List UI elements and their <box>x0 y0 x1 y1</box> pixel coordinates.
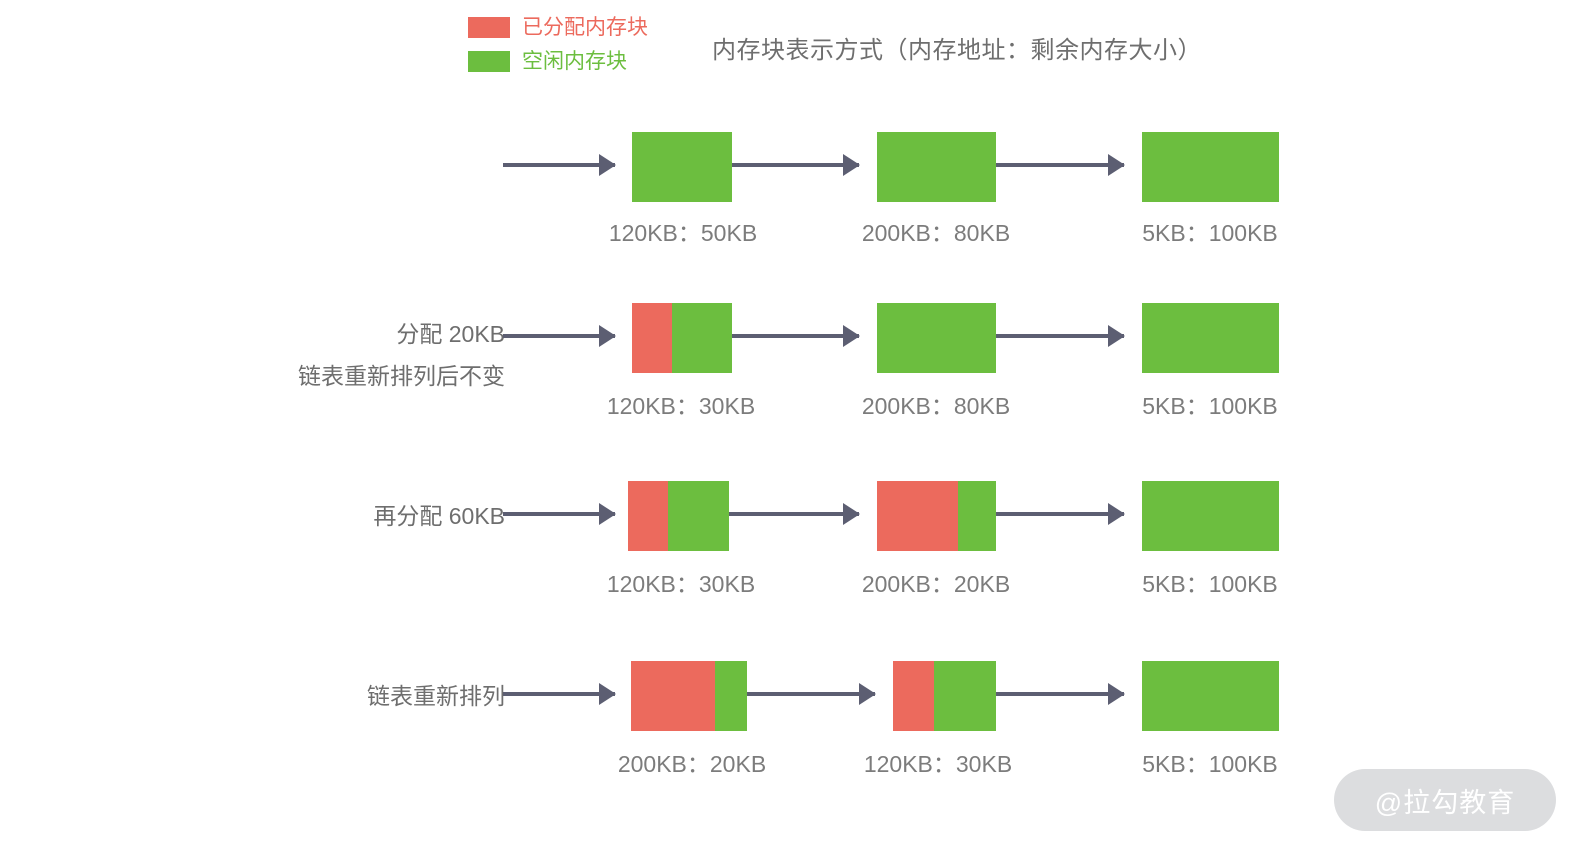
block-label: 120KB：30KB <box>606 571 756 597</box>
arrow-link-row-4 <box>747 692 875 696</box>
row-label-line: 链表重新排列后不变 <box>298 363 505 389</box>
diagram-title: 内存块表示方式（内存地址：剩余内存大小） <box>712 37 1202 64</box>
free-swatch <box>468 50 510 72</box>
arrow-incoming-row-3 <box>503 512 615 516</box>
arrow-incoming-row-1 <box>503 163 615 167</box>
memory-block <box>632 132 732 202</box>
allocated-swatch <box>468 16 510 38</box>
block-label: 200KB：20KB <box>861 571 1011 597</box>
block-label: 5KB：100KB <box>1142 393 1278 419</box>
arrow-incoming-row-2 <box>503 334 615 338</box>
block-label: 200KB：80KB <box>861 220 1011 246</box>
free-segment <box>877 132 996 202</box>
memory-block <box>1142 481 1279 551</box>
used-segment <box>631 661 715 731</box>
used-segment <box>893 661 935 731</box>
free-segment <box>1142 481 1279 551</box>
free-segment <box>1142 303 1279 373</box>
arrow-incoming-row-4 <box>503 692 615 696</box>
free-segment <box>957 481 996 551</box>
row-label: 分配 20KB 链表重新排列后不变 <box>298 313 505 397</box>
memory-block <box>877 481 996 551</box>
free-segment <box>632 132 732 202</box>
arrow-link-row-1 <box>996 163 1124 167</box>
legend-label-allocated: 已分配内存块 <box>522 15 648 39</box>
arrow-link-row-2 <box>732 334 859 338</box>
legend-item-allocated: 已分配内存块 <box>468 14 648 40</box>
free-segment <box>714 661 747 731</box>
row-label-line: 分配 20KB <box>396 321 505 347</box>
memory-block <box>1142 661 1279 731</box>
free-segment <box>877 303 996 373</box>
used-segment <box>628 481 669 551</box>
memory-block <box>631 661 747 731</box>
row-label: 链表重新排列 <box>367 675 505 717</box>
row-label: 再分配 60KB <box>373 495 505 537</box>
used-segment <box>632 303 672 373</box>
free-segment <box>668 481 729 551</box>
legend-item-free: 空闲内存块 <box>468 48 648 74</box>
legend-label-free: 空闲内存块 <box>522 49 627 73</box>
free-segment <box>1142 132 1279 202</box>
row-label-line: 链表重新排列 <box>367 683 505 709</box>
block-label: 120KB：30KB <box>606 393 756 419</box>
block-label: 200KB：20KB <box>617 751 767 777</box>
block-label: 200KB：80KB <box>861 393 1011 419</box>
watermark: @拉勾教育 <box>1334 769 1556 831</box>
memory-block <box>877 132 996 202</box>
row-label-line: 再分配 60KB <box>373 503 505 529</box>
block-label: 5KB：100KB <box>1142 220 1278 246</box>
arrow-link-row-4 <box>996 692 1124 696</box>
block-label: 5KB：100KB <box>1142 751 1278 777</box>
memory-block <box>1142 303 1279 373</box>
free-segment <box>672 303 732 373</box>
legend: 已分配内存块 空闲内存块 <box>468 14 648 74</box>
block-label: 120KB：30KB <box>863 751 1013 777</box>
block-label: 5KB：100KB <box>1142 571 1278 597</box>
free-segment <box>934 661 996 731</box>
block-label: 120KB：50KB <box>608 220 758 246</box>
memory-block <box>1142 132 1279 202</box>
arrow-link-row-3 <box>729 512 859 516</box>
memory-block <box>632 303 732 373</box>
memory-block <box>628 481 729 551</box>
arrow-link-row-2 <box>996 334 1124 338</box>
free-segment <box>1142 661 1279 731</box>
memory-block <box>877 303 996 373</box>
arrow-link-row-3 <box>996 512 1124 516</box>
arrow-link-row-1 <box>732 163 859 167</box>
used-segment <box>877 481 958 551</box>
memory-block <box>893 661 996 731</box>
